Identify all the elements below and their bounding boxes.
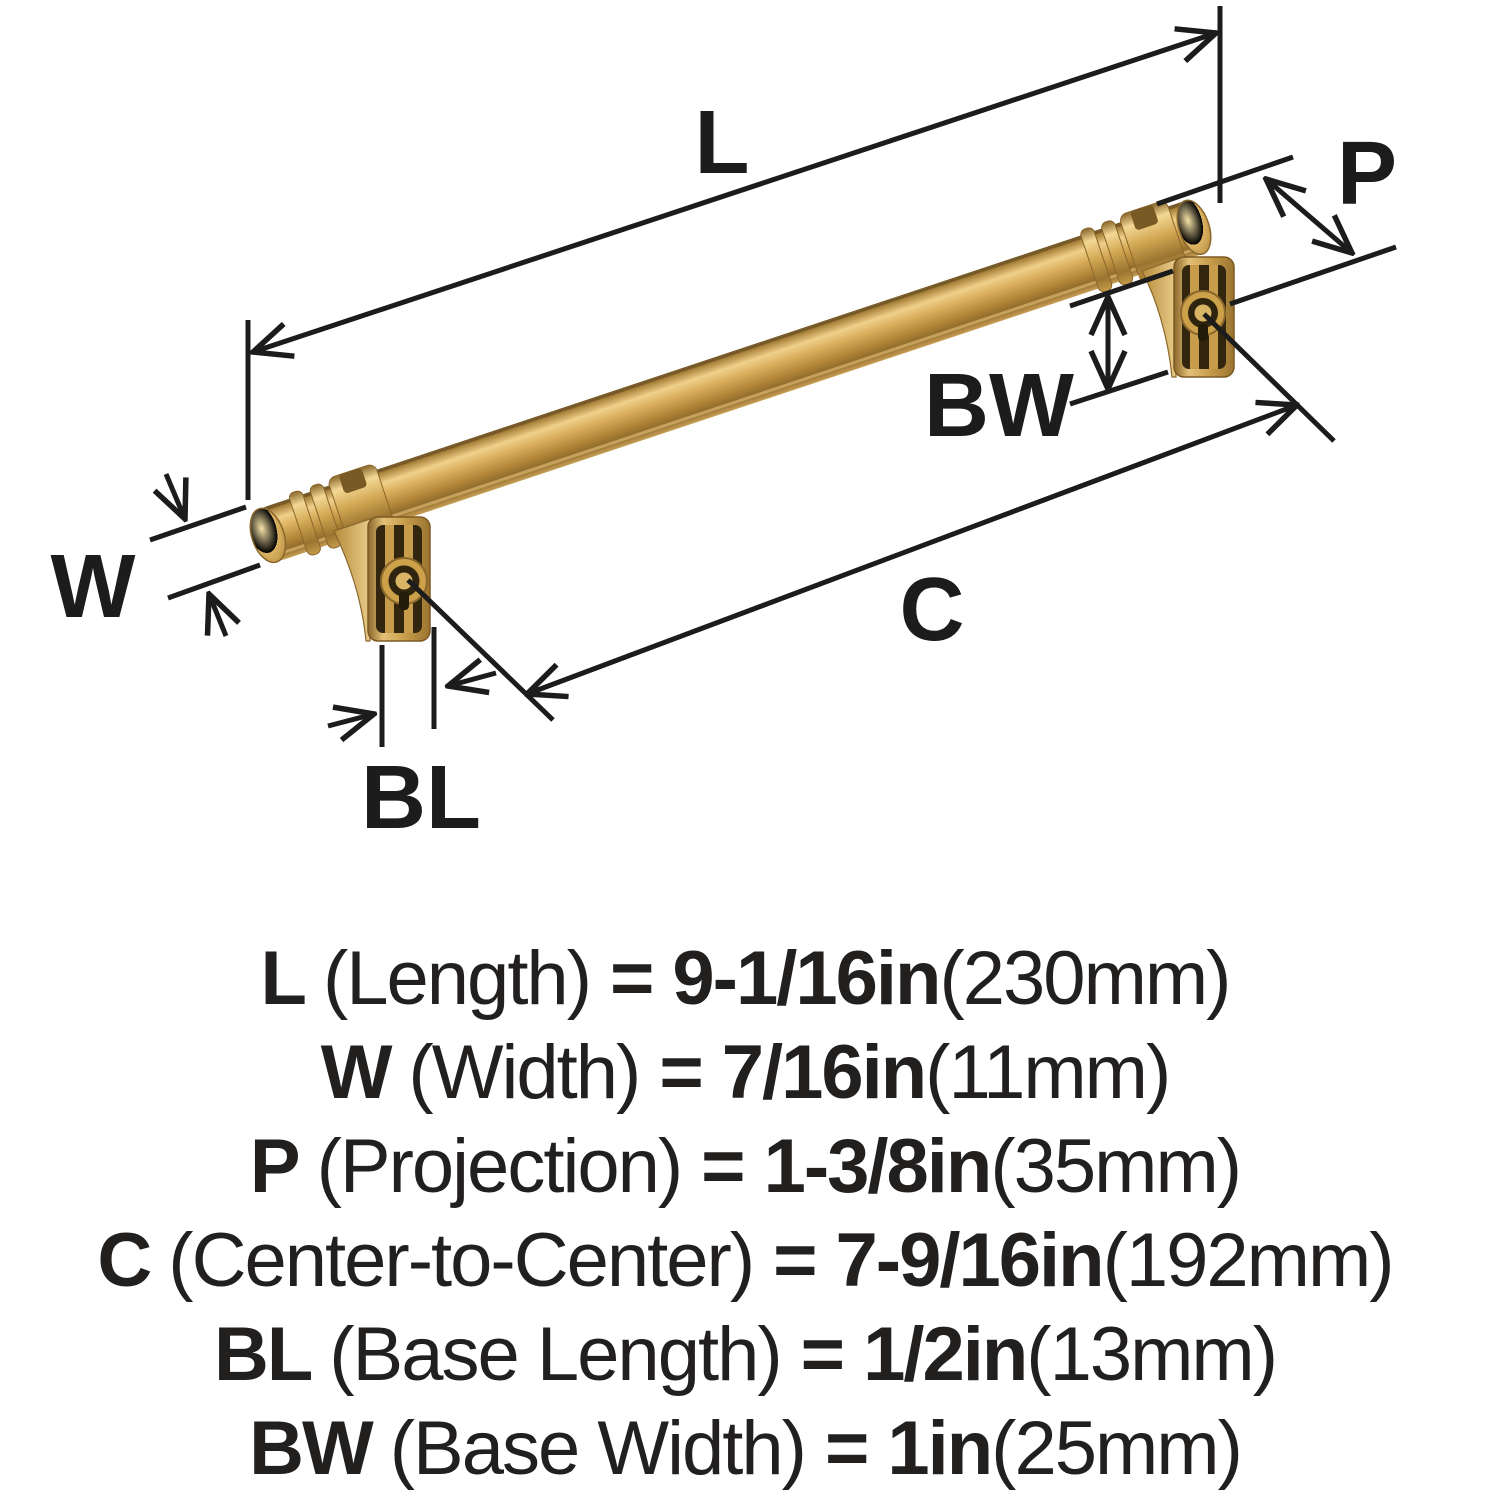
dim-arrow-BL-left [327,714,374,726]
label-BL: BL [361,748,481,848]
post-flare-left [333,518,371,642]
dim-arrow-W-bottom [209,594,226,637]
legend-value: 7/16in [721,1030,927,1115]
dim-arrow-W-top [166,473,185,519]
screw-head-left [395,572,413,590]
legend-equals: = [773,1218,817,1303]
legend-row-length: L (Length) = 9-1/16in (230mm) [260,932,1232,1026]
legend-metric: (13mm) [1026,1312,1278,1397]
legend-equals: = [610,936,654,1021]
dim-arrow-BL-right [448,673,497,686]
legend-letter: W [320,1030,393,1115]
ext-line-P-upper [1156,154,1294,207]
legend-name: (Projection) [316,1124,684,1209]
legend-row-base-width: BW (Base Width) = 1in (25mm) [249,1402,1243,1496]
dim-arrow-P [1266,179,1352,253]
legend-equals: = [659,1030,703,1115]
legend-value: 1/2in [863,1312,1028,1397]
legend-row-width: W (Width) = 7/16in (11mm) [320,1026,1172,1120]
legend-letter: C [97,1218,152,1303]
label-L: L [695,93,750,193]
bound-line-W-upper [149,504,247,543]
leader-line-C-left [406,578,555,722]
keyhole-right [1198,324,1208,341]
legend-equals: = [800,1312,845,1397]
legend-row-base-length: BL (Base Length) = 1/2in (13mm) [213,1308,1278,1402]
legend-value: 1in [887,1406,993,1491]
legend-name: (Base Width) [389,1406,807,1491]
mounting-post-left [333,516,431,642]
legend-row-projection: P (Projection) = 1-3/8in (35mm) [249,1120,1242,1214]
legend-name: (Width) [408,1030,641,1115]
collar-notch [339,468,367,493]
leader-line-C-right [1202,312,1336,443]
collar-left [288,464,396,556]
dimension-lines [149,6,1397,747]
label-W: W [51,537,136,637]
bound-line-BW-lower [1069,369,1169,407]
legend-metric: (230mm) [939,936,1231,1021]
legend-letter: L [260,936,307,1021]
legend-equals: = [824,1406,869,1491]
legend-name: (Center-to-Center) [168,1218,755,1303]
legend-row-center-to-center: C (Center-to-Center) = 7-9/16in (192mm) [97,1214,1395,1308]
bound-line-BW-upper [1069,268,1174,309]
legend-metric: (11mm) [925,1030,1171,1115]
bound-line-W-lower [167,562,261,601]
legend-metric: (25mm) [991,1406,1243,1491]
handle-diagram-canvas: L P BW W C BL [51,6,1397,848]
label-BW: BW [924,356,1074,456]
legend-value: 1-3/8in [763,1124,993,1209]
dimension-legend: L (Length) = 9-1/16in (230mm) W (Width) … [0,932,1490,1496]
legend-metric: (35mm) [990,1124,1242,1209]
legend-name: (Length) [322,936,592,1021]
legend-equals: = [701,1124,745,1209]
bar-end-cap-left [249,507,287,564]
legend-letter: BL [213,1312,313,1397]
keyhole-left [399,592,409,610]
label-P: P [1337,124,1397,224]
label-C: C [900,560,965,660]
legend-value: 7-9/16in [835,1218,1105,1303]
dim-line-L [253,33,1216,352]
legend-letter: BW [249,1406,374,1491]
legend-name: (Base Length) [329,1312,782,1397]
legend-metric: (192mm) [1102,1218,1395,1303]
dim-line-C [527,405,1297,694]
legend-value: 9-1/16in [672,936,941,1021]
legend-letter: P [249,1124,301,1209]
ext-line-P-lower [1229,244,1397,307]
